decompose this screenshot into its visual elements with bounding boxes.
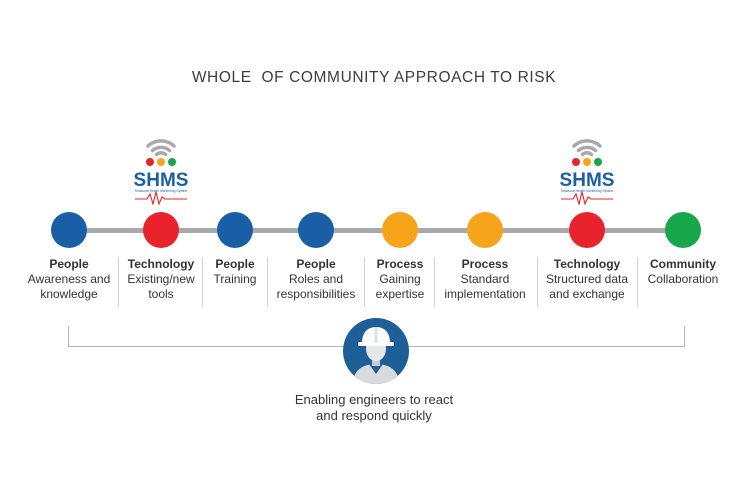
step-node-8 [665,212,701,248]
step-divider [202,257,203,307]
step-divider [267,257,268,307]
svg-text:SHMS: SHMS [134,170,189,191]
step-description: Awareness and knowledge [27,272,111,301]
step-category: Technology [127,257,195,271]
step-node-2 [143,212,179,248]
svg-text:Structural Health Monitoring S: Structural Health Monitoring System [135,189,188,193]
step-node-3 [217,212,253,248]
step-category: Community [650,257,716,271]
step-divider [537,257,538,307]
step-category: People [49,257,89,271]
step-node-6 [467,212,503,248]
step-label-6: Process Standard implementation [433,257,537,302]
step-divider [434,257,435,307]
step-node-4 [298,212,334,248]
step-label-7: Technology Structured data and exchange [535,257,639,302]
timeline-line [69,228,684,233]
step-label-5: Process Gaining expertise [348,257,452,302]
caption: Enabling engineers to react and respond … [294,392,454,423]
step-node-7 [569,212,605,248]
step-category: People [296,257,336,271]
shms-signal-logo: SHMS Structural Health Monitoring System [134,139,189,205]
step-divider [118,257,119,307]
step-label-4: People Roles and responsibilities [264,257,368,302]
svg-text:Structural Health Monitoring S: Structural Health Monitoring System [561,189,614,193]
step-description: Existing/new tools [127,272,195,301]
step-divider [637,257,638,307]
diagram-title: WHOLE OF COMMUNITY APPROACH TO RISK [191,69,557,86]
step-label-8: Community Collaboration [631,257,735,287]
shms-signal-logo: SHMS Structural Health Monitoring System [560,139,615,205]
step-node-5 [382,212,418,248]
step-description: Gaining expertise [375,272,425,301]
step-description: Roles and responsibilities [276,272,356,301]
step-category: Technology [553,257,621,271]
step-category: Process [376,257,424,271]
step-description: Training [213,272,257,286]
step-divider [364,257,365,307]
svg-text:SHMS: SHMS [560,170,615,191]
step-node-1 [51,212,87,248]
step-label-3: People Training [183,257,287,287]
step-description: Standard implementation [444,272,526,301]
step-category: People [215,257,255,271]
step-category: Process [461,257,509,271]
step-label-2: Technology Existing/new tools [109,257,213,302]
step-description: Collaboration [647,272,719,286]
step-label-1: People Awareness and knowledge [17,257,121,302]
step-description: Structured data and exchange [545,272,629,301]
engineer-hard-hat-icon [343,318,409,384]
